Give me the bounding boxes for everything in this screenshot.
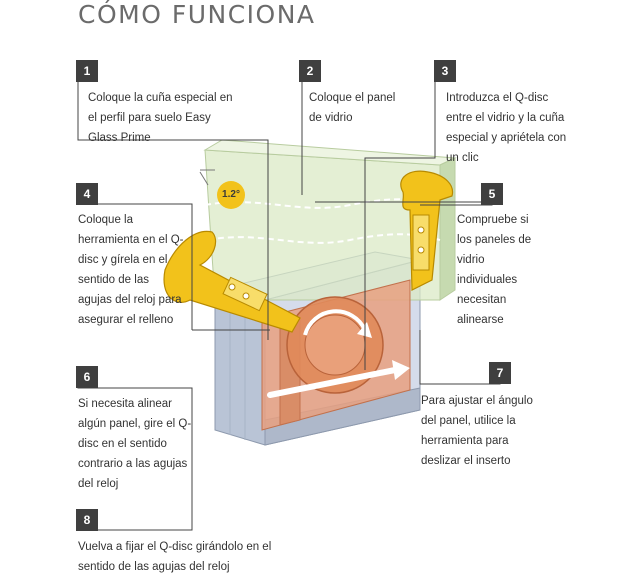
step-description: Coloque la cuña especial en el perfil pa… — [88, 92, 233, 144]
step-description: Coloque la herramienta en el Q-disc y gí… — [78, 214, 184, 326]
step-description: Compruebe si los paneles de vidrio indiv… — [457, 214, 532, 326]
step-description: Si necesita alinear algún panel, gire el… — [78, 398, 192, 490]
step-number: 6 — [76, 366, 98, 388]
angle-label: 1.2° — [222, 189, 240, 200]
page-title: CÓMO FUNCIONA — [78, 0, 316, 29]
step-description: Para ajustar el ángulo del panel, utilic… — [421, 395, 533, 467]
step-number: 5 — [481, 183, 503, 205]
yellow-tool-left — [163, 230, 301, 333]
step-description: Coloque el panel de vidrio — [309, 92, 396, 124]
step-description: Vuelva a fijar el Q-disc girándolo en el… — [78, 541, 272, 573]
q-disc — [286, 296, 384, 394]
step-number: 7 — [489, 362, 511, 384]
step-number: 1 — [76, 60, 98, 82]
step-number: 4 — [76, 183, 98, 205]
step-number: 2 — [299, 60, 321, 82]
step-description: Introduzca el Q-disc entre el vidrio y l… — [446, 92, 567, 164]
step-number: 8 — [76, 509, 98, 531]
yellow-tool-right — [400, 170, 454, 291]
angle-indicator: 1.2° — [217, 181, 245, 209]
slide-arrow — [267, 360, 410, 398]
step-number: 3 — [434, 60, 456, 82]
